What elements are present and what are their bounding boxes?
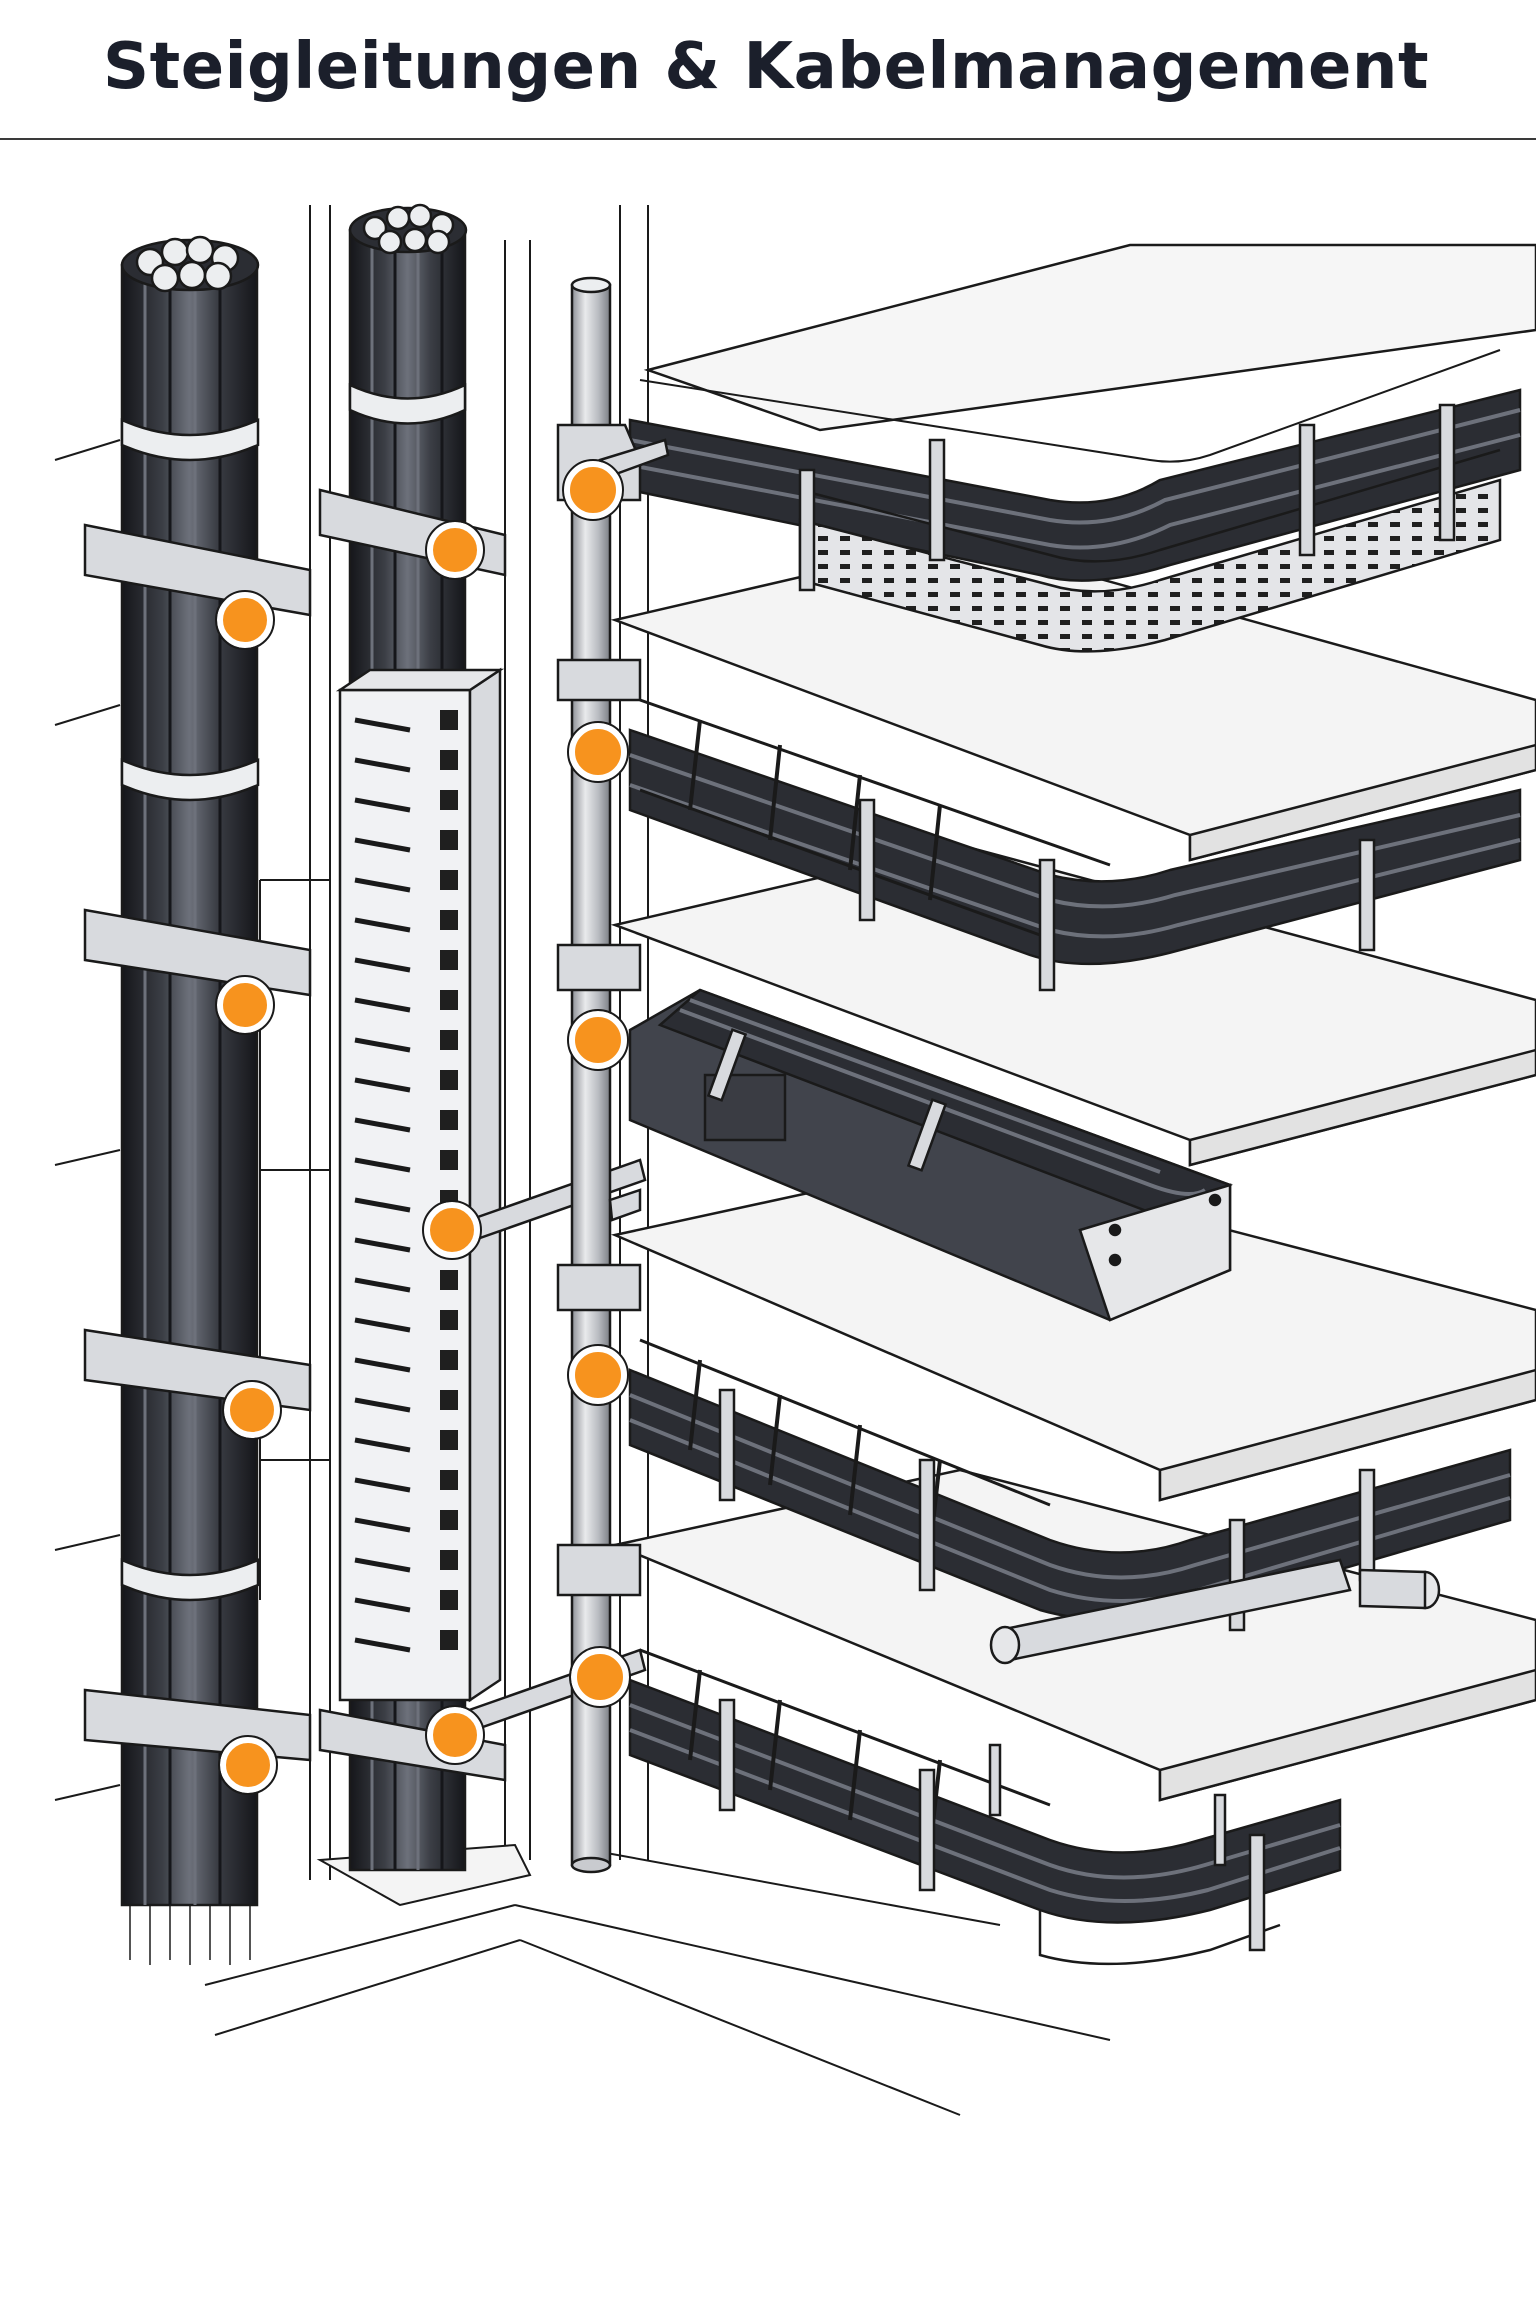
marker-left-3 xyxy=(224,1382,280,1438)
marker-pipe-1 xyxy=(564,461,622,519)
page-title: Steigleitungen & Kabelmanagement xyxy=(103,30,1430,104)
riser-left-bundle xyxy=(83,235,312,1965)
marker-pipe-5 xyxy=(571,1648,629,1706)
floor-slabs xyxy=(610,243,1536,1802)
marker-middle-2 xyxy=(424,1202,480,1258)
riser-cable-management-illustration xyxy=(54,203,1536,2116)
marker-pipe-4 xyxy=(569,1346,627,1404)
marker-left-4 xyxy=(220,1737,276,1793)
riser-ladder-bundle xyxy=(318,203,647,1872)
marker-left-1 xyxy=(217,592,273,648)
marker-left-2 xyxy=(217,977,273,1033)
tray-5-ladder xyxy=(628,1648,1342,1966)
header-divider xyxy=(0,138,1536,140)
mounting-markers xyxy=(217,461,629,1793)
tray-1-perforated xyxy=(628,349,1522,653)
header: Steigleitungen & Kabelmanagement xyxy=(0,0,1536,140)
marker-pipe-3 xyxy=(569,1011,627,1069)
marker-outlines xyxy=(215,459,631,1795)
tray-4-ladder xyxy=(628,1338,1512,1665)
marker-middle-3 xyxy=(427,1707,483,1763)
marker-pipe-2 xyxy=(569,723,627,781)
marker-middle-1 xyxy=(427,522,483,578)
tray-2-ladder xyxy=(628,698,1522,992)
tray-3-closed-duct xyxy=(628,988,1233,1322)
